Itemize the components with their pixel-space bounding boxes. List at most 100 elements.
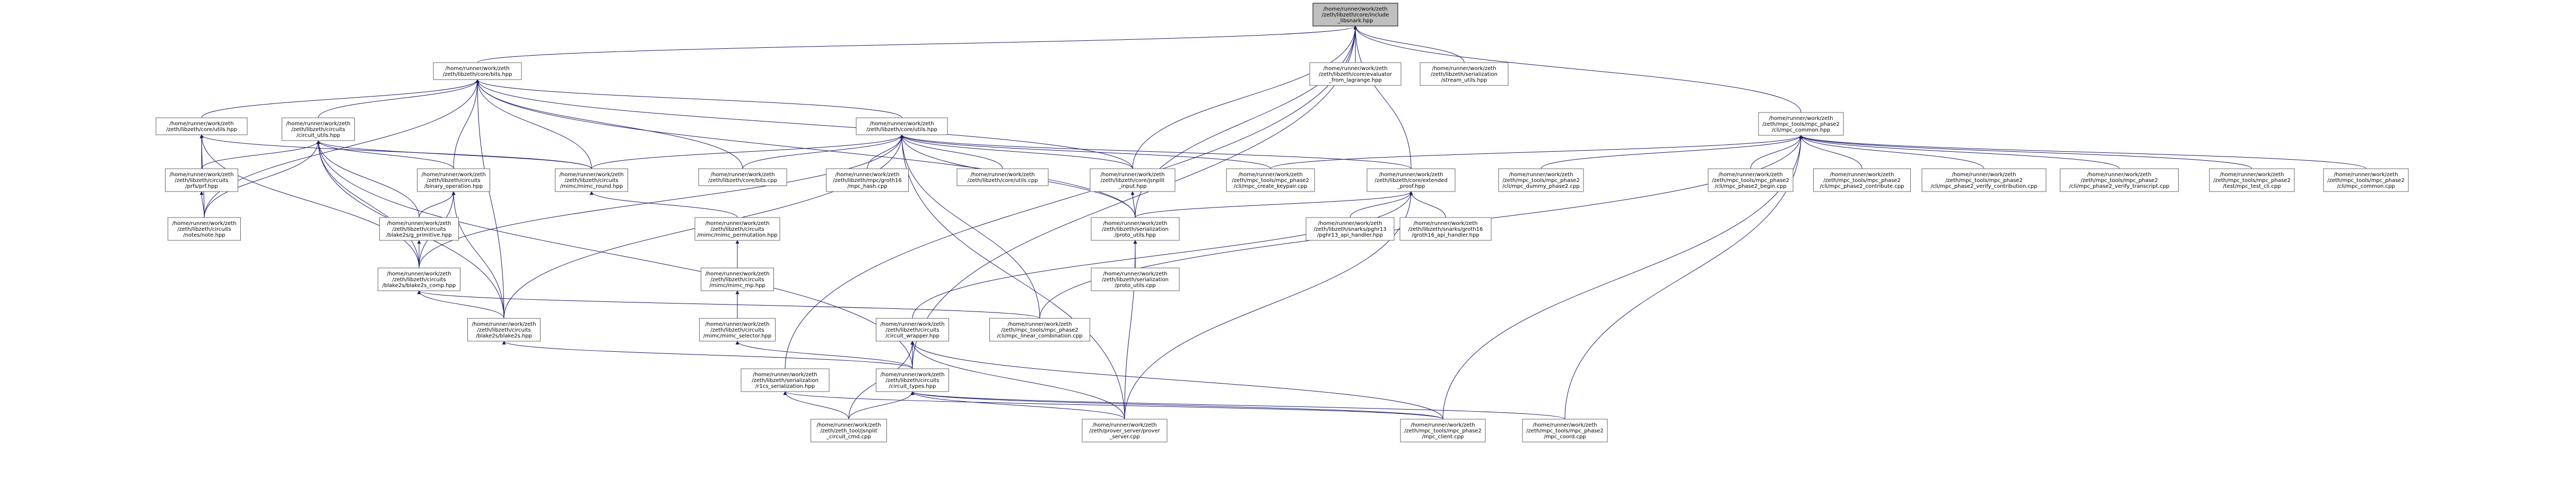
node-label-line: /zeth/libzeth/circuits [885, 378, 939, 384]
graph-node[interactable]: /home/runner/work/zeth/zeth/libzeth/seri… [1091, 267, 1180, 291]
include-edge [1541, 135, 1803, 169]
graph-node[interactable]: /home/runner/work/zeth/zeth/libzeth/snar… [1306, 217, 1395, 241]
node-box [1309, 62, 1402, 86]
node-label-line: /home/runner/work/zeth [2334, 172, 2398, 178]
graph-node[interactable]: /home/runner/work/zeth/zeth/libzeth/circ… [467, 318, 541, 342]
graph-node[interactable]: /home/runner/work/zeth/zeth/libzeth/core… [698, 168, 787, 186]
graph-node[interactable]: /home/runner/work/zeth/zeth/libzeth/core… [433, 62, 522, 80]
graph-node[interactable]: /home/runner/work/zeth/zeth/libzeth/circ… [282, 117, 355, 141]
graph-node[interactable]: /home/runner/work/zeth/zeth/mpc_tools/mp… [2209, 168, 2295, 192]
include-edge [502, 341, 913, 369]
graph-node[interactable]: /home/runner/work/zeth/zeth/libzeth/circ… [379, 217, 459, 241]
include-edge [900, 134, 1040, 319]
graph-nodes: /home/runner/work/zeth/zeth/libzeth/core… [155, 3, 2409, 443]
include-edge [591, 134, 904, 169]
root-node[interactable]: /home/runner/work/zeth/zeth/libzeth/core… [1312, 3, 1398, 27]
graph-node[interactable]: /home/runner/work/zeth/zeth/mpc_tools/mp… [1708, 168, 1794, 192]
graph-node[interactable]: /home/runner/work/zeth/zeth/mpc_tools/mp… [1226, 168, 1315, 192]
node-label-line: /mpc_coord.cpp [1544, 434, 1586, 440]
graph-node[interactable]: /home/runner/work/zeth/zeth/libzeth/circ… [555, 168, 628, 192]
graph-node[interactable]: /home/runner/work/zeth/zeth/libzeth/circ… [694, 217, 780, 241]
include-edge [783, 391, 849, 420]
graph-node[interactable]: /home/runner/work/zeth/zeth/libzeth/circ… [378, 267, 460, 291]
node-label-line: /binary_operation.hpp [424, 184, 483, 189]
include-edge [204, 140, 320, 218]
graph-node[interactable]: /home/runner/work/zeth/zeth/mpc_tools/mp… [2323, 168, 2409, 192]
include-edge [910, 391, 1565, 420]
graph-node[interactable]: /home/runner/work/zeth/zeth/mpc_tools/mp… [989, 318, 1090, 342]
include-edge [316, 140, 420, 268]
node-label-line: /cli/mpc_create_keypair.cpp [1234, 184, 1307, 189]
graph-node[interactable]: /home/runner/work/zeth/zeth/libzeth/snar… [1399, 217, 1492, 241]
graph-node[interactable]: /home/runner/work/zeth/zeth/libzeth/core… [856, 117, 948, 135]
node-label-line: /pghr13_api_handler.hpp [1317, 232, 1383, 238]
graph-node[interactable]: /home/runner/work/zeth/zeth/mpc_tools/mp… [1498, 168, 1584, 192]
node-label-line: /home/runner/work/zeth [387, 221, 451, 227]
include-edge [867, 134, 904, 169]
node-label-line: /zeth/libzeth/circuits [564, 178, 618, 184]
graph-node[interactable]: /home/runner/work/zeth/zeth/libzeth/core… [1090, 168, 1176, 192]
graph-node[interactable]: /home/runner/work/zeth/zeth/mpc_tools/mp… [1400, 419, 1486, 443]
node-label-line: /home/runner/work/zeth [1323, 6, 1387, 12]
graph-node[interactable]: /home/runner/work/zeth/zeth/libzeth/circ… [876, 368, 949, 392]
node-label-line: /home/runner/work/zeth [869, 121, 934, 127]
graph-node[interactable]: /home/runner/work/zeth/zeth/libzeth/seri… [1420, 62, 1509, 86]
graph-node[interactable]: /home/runner/work/zeth/zeth/libzeth/circ… [417, 168, 490, 192]
node-label-line: /home/runner/work/zeth [2220, 172, 2284, 178]
graph-node[interactable]: /home/runner/work/zeth/zeth/libzeth/circ… [876, 318, 949, 342]
graph-node[interactable]: /home/runner/work/zeth/zeth/zeth_tool/js… [811, 419, 887, 443]
node-label-line: /zeth/mpc_tools/mpc_phase2 [1823, 178, 1901, 184]
node-label-line: /zeth/libzeth/core/bits.cpp [708, 178, 777, 184]
node-label-line: /home/runner/work/zeth [169, 121, 233, 127]
node-label-line: /home/runner/work/zeth [880, 372, 944, 378]
graph-node[interactable]: /home/runner/work/zeth/zeth/mpc_tools/mp… [1522, 419, 1608, 443]
include-edge [199, 134, 592, 169]
include-edge [199, 191, 205, 218]
node-label-line: _proof.hpp [1397, 184, 1425, 189]
node-label-line: /zeth/libzeth/serialization [1102, 227, 1169, 232]
graph-node[interactable]: /home/runner/work/zeth/zeth/libzeth/circ… [699, 318, 776, 342]
include-edge [910, 391, 1125, 420]
graph-node[interactable]: /home/runner/work/zeth/zeth/libzeth/circ… [168, 217, 241, 241]
include-edge [783, 391, 1443, 420]
node-box [1813, 168, 1911, 192]
node-label-line: /zeth/zeth_tool/jsnplit [820, 428, 877, 434]
node-label-line: /mimc/mimc_permutation.hpp [697, 232, 777, 238]
node-label-line: /home/runner/work/zeth [1100, 172, 1164, 178]
node-label-line: /circuit_types.hpp [889, 384, 936, 389]
node-box [417, 168, 490, 192]
include-edge [1353, 25, 1412, 169]
graph-node[interactable]: /home/runner/work/zeth/zeth/libzeth/seri… [741, 368, 830, 392]
graph-node[interactable]: /home/runner/work/zeth/zeth/libzeth/seri… [1091, 217, 1180, 241]
include-edge [1124, 191, 1413, 420]
node-label-line: /home/runner/work/zeth [559, 172, 623, 178]
node-label-line: /cli/mpc_phase2_begin.cpp [1715, 184, 1786, 189]
graph-node[interactable]: /home/runner/work/zeth/zeth/libzeth/core… [155, 117, 248, 135]
graph-node[interactable]: /home/runner/work/zeth/zeth/libzeth/mpc/… [826, 168, 909, 192]
node-label-line: /zeth/libzeth/circuits [477, 327, 530, 333]
include-edge [1799, 135, 2252, 169]
graph-node[interactable]: /home/runner/work/zeth/zeth/mpc_tools/mp… [1921, 168, 2047, 192]
graph-node[interactable]: /home/runner/work/zeth/zeth/libzeth/core… [1309, 62, 1402, 86]
node-box [2209, 168, 2295, 192]
graph-node[interactable]: /home/runner/work/zeth/zeth/prover_serve… [1082, 419, 1168, 443]
include-edge [477, 25, 1357, 63]
graph-node[interactable]: /home/runner/work/zeth/zeth/libzeth/core… [956, 168, 1049, 186]
node-label-line: /zeth/libzeth/circuits [177, 227, 231, 232]
graph-node[interactable]: /home/runner/work/zeth/zeth/libzeth/circ… [165, 168, 238, 192]
include-edge [1799, 135, 2366, 169]
node-label-line: /zeth/libzeth/circuits [885, 327, 939, 333]
node-box [811, 419, 887, 443]
include-edge [417, 290, 1040, 319]
graph-node[interactable]: /home/runner/work/zeth/zeth/mpc_tools/mp… [2060, 168, 2179, 192]
graph-node[interactable]: /home/runner/work/zeth/zeth/mpc_tools/mp… [1813, 168, 1911, 192]
node-label-line: /cli/mpc_linear_combination.cpp [997, 333, 1082, 339]
node-label-line: _input.hpp [1118, 184, 1147, 189]
graph-node[interactable]: /home/runner/work/zeth/zeth/libzeth/core… [1367, 168, 1456, 192]
graph-node[interactable]: /home/runner/work/zeth/zeth/libzeth/circ… [701, 267, 774, 291]
graph-node[interactable]: /home/runner/work/zeth/zeth/mpc_tools/mp… [1758, 112, 1844, 136]
node-label-line: /proto_utils.hpp [1115, 232, 1156, 238]
include-edge [316, 140, 454, 169]
node-label-line: /zeth/prover_server/prover [1089, 428, 1160, 434]
node-box [1399, 217, 1492, 241]
